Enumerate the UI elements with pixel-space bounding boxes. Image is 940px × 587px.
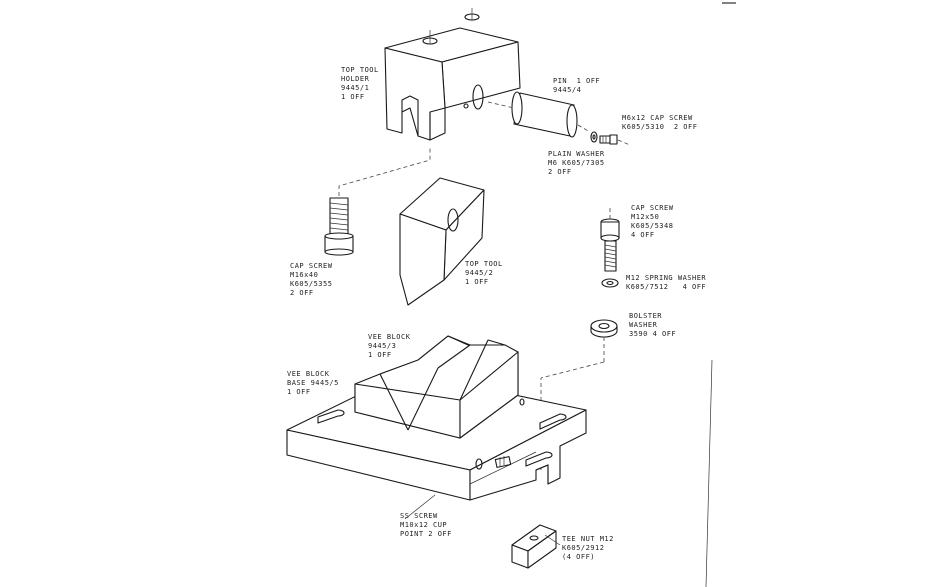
tee-nut-leader [544, 534, 561, 546]
ss-screw-leader [404, 494, 436, 520]
top-tool-part [399, 177, 485, 306]
m6-axis [617, 139, 631, 146]
vee-block-part [354, 335, 519, 439]
pin-axis [487, 101, 515, 109]
plain-washer-m6-part [590, 131, 598, 143]
pin-part [511, 91, 578, 138]
bolster-washer-part [590, 319, 618, 338]
m16-axis [338, 146, 431, 196]
m16-cap-screw-part [324, 197, 354, 256]
spring-washer-part [601, 278, 619, 288]
m6-cap-screw-part [599, 134, 618, 145]
top-tool-holder-part [384, 8, 521, 141]
tee-nut-part [511, 524, 557, 569]
ss-screw-part [475, 398, 525, 470]
m12-cap-screw-part [600, 218, 620, 272]
pin-axis-2 [577, 124, 591, 133]
page-edge-line [705, 359, 713, 587]
